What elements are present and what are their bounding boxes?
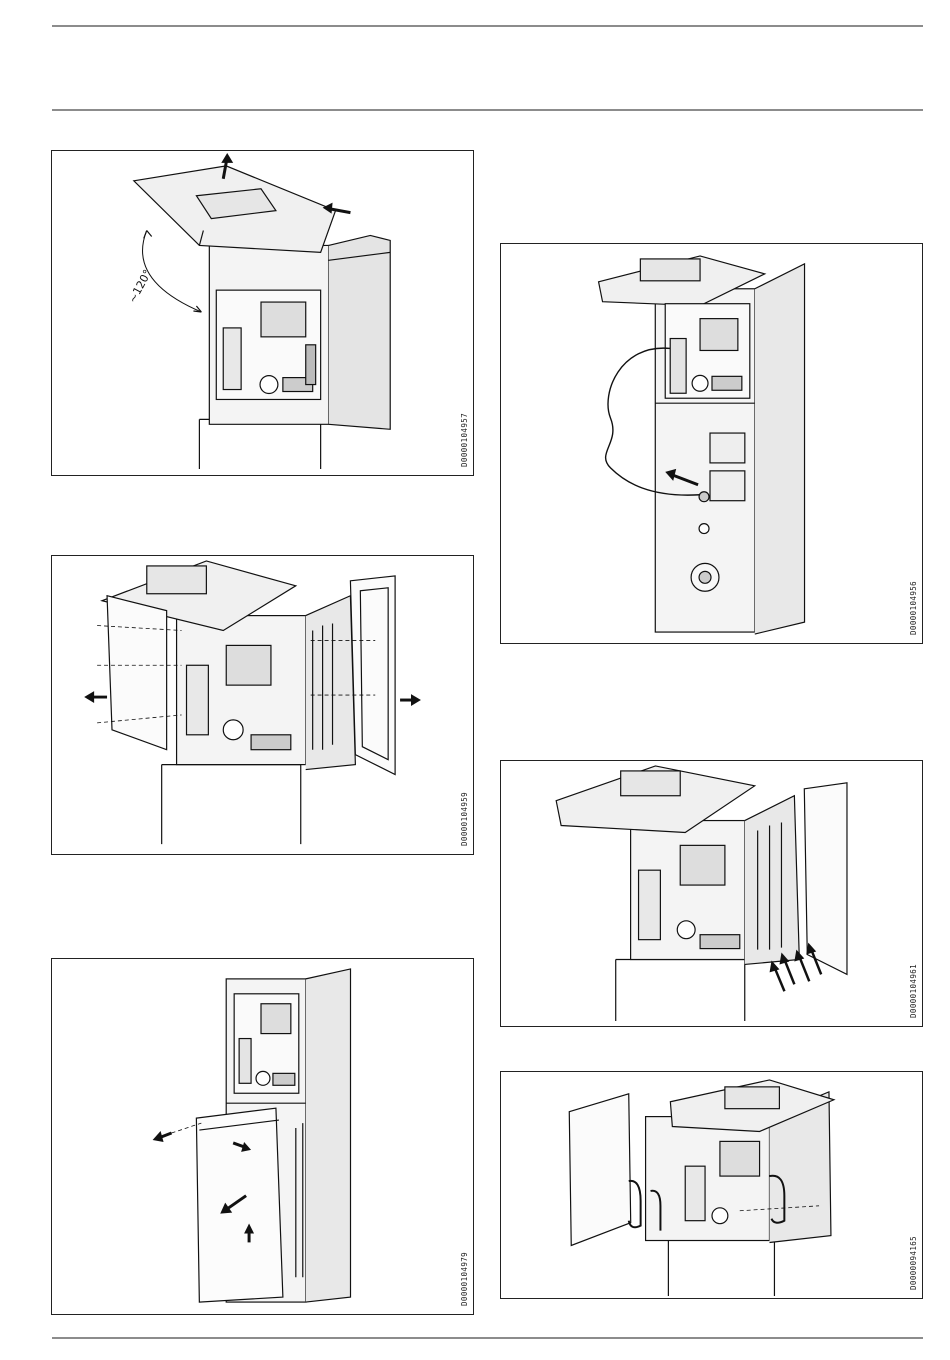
header-rule-top [52,25,923,27]
front-panel-illustration [52,959,473,1314]
figure-side-panels: D0000104959 [51,555,474,855]
figure-handles: D0000094165 [500,1071,923,1299]
figure-code: D0000104959 [460,792,469,846]
header-rule-bottom [52,109,923,111]
figure-code: D0000104979 [460,1252,469,1306]
figure-code: D0000104956 [909,581,918,635]
side-panels-illustration [52,556,473,854]
footer-rule [52,1337,923,1339]
figure-code: D0000104961 [909,964,918,1018]
figure-front-panel: D0000104979 [51,958,474,1315]
figure-lid-opening: ~120° D0000104957 [51,150,474,476]
figure-cable: D0000104956 [500,243,923,644]
figure-code: D0000094165 [909,1236,918,1290]
lid-opening-illustration [52,151,473,475]
figure-code: D0000104957 [460,413,469,467]
connections-illustration [501,761,922,1026]
cable-illustration [501,244,922,643]
figure-connections: D0000104961 [500,760,923,1027]
handles-illustration [501,1072,922,1298]
